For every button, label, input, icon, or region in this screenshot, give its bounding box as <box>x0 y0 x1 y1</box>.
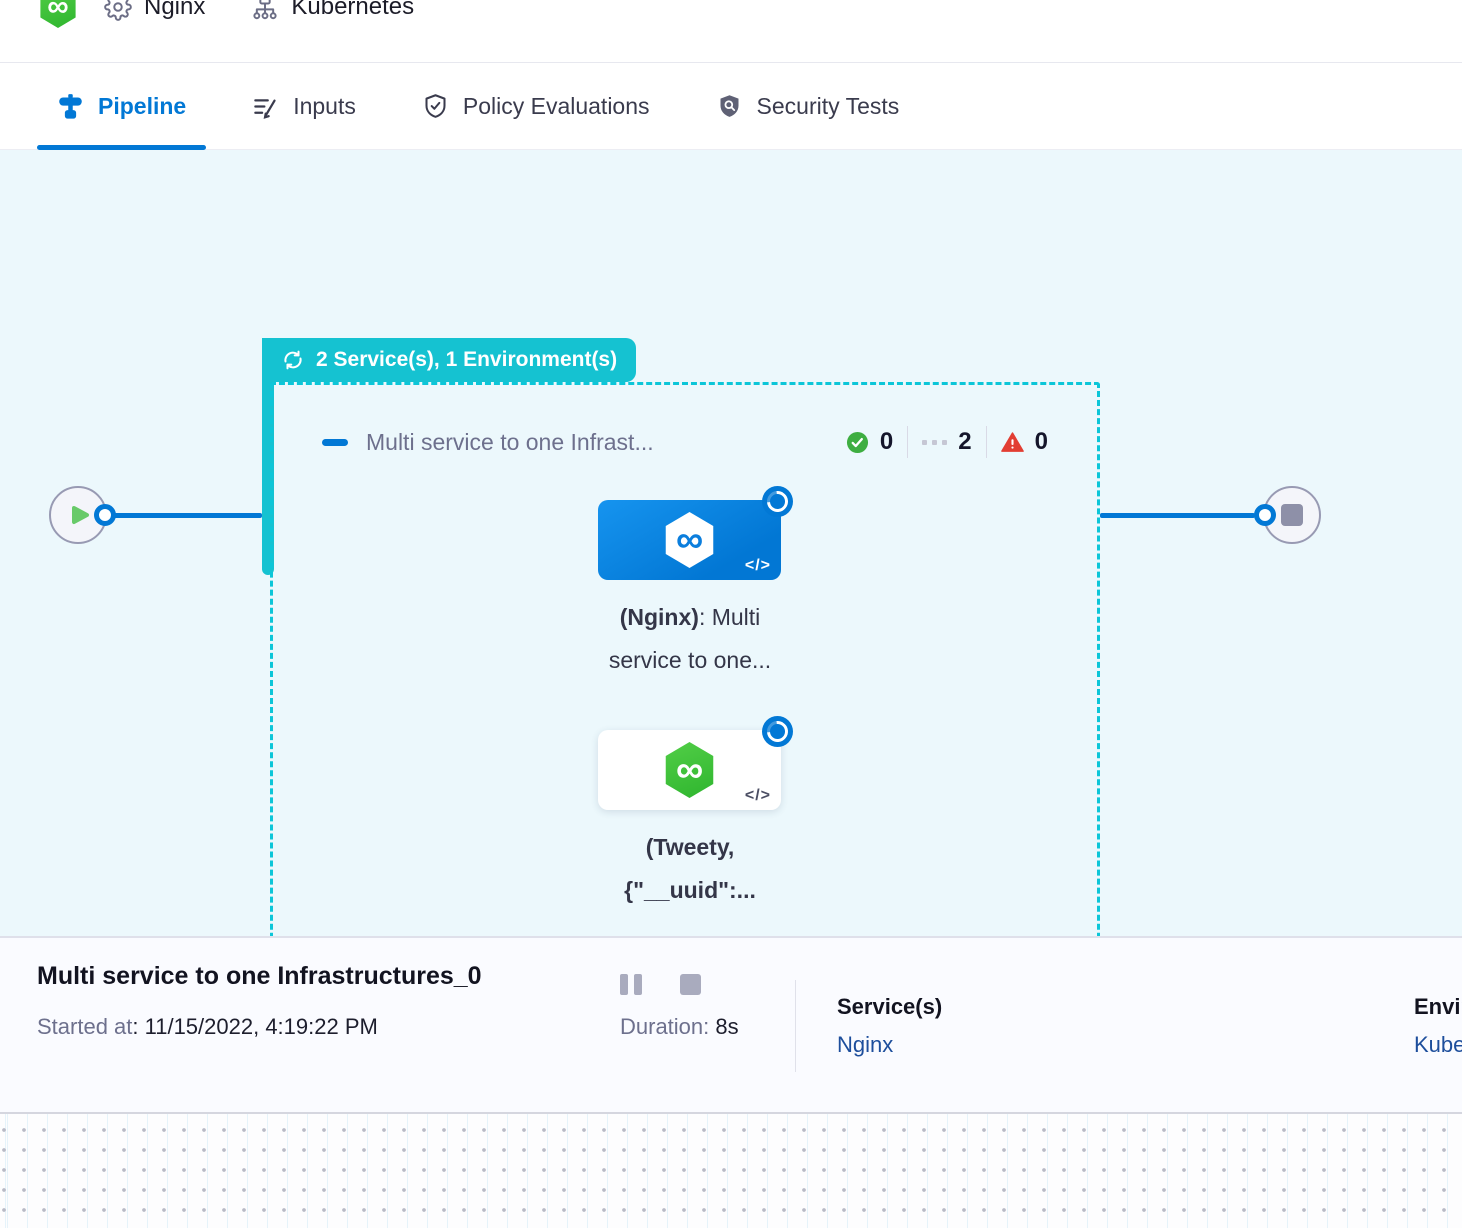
shield-check-icon <box>425 93 446 118</box>
services-label: Service(s) <box>837 994 943 1019</box>
environments-summary: Environment(s) Kubernetes <box>1414 994 1462 1058</box>
started-at-value: : 11/15/2022, 4:19:22 PM <box>132 1014 378 1039</box>
stage-status-counts: 0 2 0 <box>846 426 1048 458</box>
log-canvas-grid <box>0 1112 1462 1228</box>
failed-count: 0 <box>1034 428 1048 455</box>
stage-node-label-tweety: (Tweety, {"__uuid":... <box>624 834 756 903</box>
tab-policy-evaluations[interactable]: Policy Evaluations <box>402 63 670 149</box>
breadcrumb-pipeline-nginx[interactable]: Nginx <box>104 0 205 21</box>
running-status-icon <box>762 486 793 517</box>
pending-count: 2 <box>958 428 972 455</box>
tab-inputs[interactable]: Inputs <box>232 63 376 149</box>
execution-title: Multi service to one Infrastructures_0 <box>37 962 482 990</box>
stage-group-title: Multi service to one Infrast... <box>366 428 654 455</box>
divider <box>907 426 909 458</box>
pending-icon <box>922 439 948 445</box>
services-summary: Service(s) Nginx <box>837 994 942 1058</box>
badge-label: 2 Service(s), 1 Environment(s) <box>316 348 618 371</box>
tab-label: Security Tests <box>756 92 900 119</box>
tab-label: Inputs <box>293 92 356 119</box>
tab-security-tests[interactable]: Security Tests <box>696 63 920 149</box>
tab-pipeline[interactable]: Pipeline <box>37 63 207 150</box>
pause-button[interactable] <box>620 974 642 995</box>
failed-icon <box>1000 431 1024 454</box>
stop-icon <box>1281 504 1303 526</box>
stage-node-nginx[interactable]: ∞ </> <box>598 486 793 580</box>
execution-controls <box>620 974 701 995</box>
abort-button[interactable] <box>680 974 701 995</box>
harness-service-icon: ∞ <box>665 742 714 798</box>
app-header: ∞ Nginx Kubernetes <box>0 0 1462 62</box>
pipeline-icon <box>59 93 82 119</box>
breadcrumb-environment-kubernetes[interactable]: Kubernetes <box>251 0 414 21</box>
active-tab-underline <box>37 145 207 150</box>
end-node-port <box>1254 504 1276 526</box>
shield-search-icon <box>720 94 739 117</box>
running-status-icon <box>762 716 793 747</box>
breadcrumb-label: Kubernetes <box>291 0 415 20</box>
tab-label: Policy Evaluations <box>462 92 650 119</box>
play-icon <box>63 500 93 530</box>
collapse-icon[interactable] <box>322 438 348 446</box>
inputs-icon <box>254 98 276 119</box>
duration-label: Duration: <box>620 1014 710 1039</box>
success-icon <box>846 431 869 454</box>
code-icon: </> <box>744 557 771 574</box>
harness-service-icon: ∞ <box>665 512 714 568</box>
success-count: 0 <box>879 428 894 455</box>
breadcrumb-label: Nginx <box>144 0 206 20</box>
stage-node-tweety[interactable]: ∞ </> <box>598 716 793 810</box>
duration-value: 8s <box>709 1014 739 1039</box>
loop-icon <box>284 350 302 370</box>
environments-link[interactable]: Kubernetes <box>1414 1032 1462 1057</box>
code-icon: </> <box>744 787 771 804</box>
divider <box>985 426 987 458</box>
environments-label: Environment(s) <box>1414 994 1462 1019</box>
duration: Duration: 8s <box>620 1014 739 1040</box>
services-environments-badge[interactable]: 2 Service(s), 1 Environment(s) <box>262 338 637 382</box>
execution-footer: Multi service to one Infrastructures_0 S… <box>0 936 1462 1112</box>
start-node-port <box>94 504 116 526</box>
started-at-label: Started at <box>37 1014 133 1039</box>
harness-logo-icon: ∞ <box>40 0 76 28</box>
execution-tabbar: Pipeline Inputs Policy Evaluations Secur… <box>0 62 1462 150</box>
connector-line-left <box>105 513 262 518</box>
stage-group-header: Multi service to one Infrast... 0 2 0 <box>322 422 1048 462</box>
connector-line-right <box>1100 513 1255 518</box>
stage-node-label-nginx: (Nginx): Multi service to one... <box>608 604 772 673</box>
started-at: Started at: 11/15/2022, 4:19:22 PM <box>37 1014 378 1040</box>
pipeline-canvas[interactable]: 2 Service(s), 1 Environment(s) Multi ser… <box>0 150 1462 1002</box>
cluster-icon <box>251 0 279 21</box>
services-link[interactable]: Nginx <box>837 1032 894 1057</box>
tab-label: Pipeline <box>98 92 187 119</box>
gear-icon <box>104 0 132 21</box>
divider <box>795 980 796 1072</box>
